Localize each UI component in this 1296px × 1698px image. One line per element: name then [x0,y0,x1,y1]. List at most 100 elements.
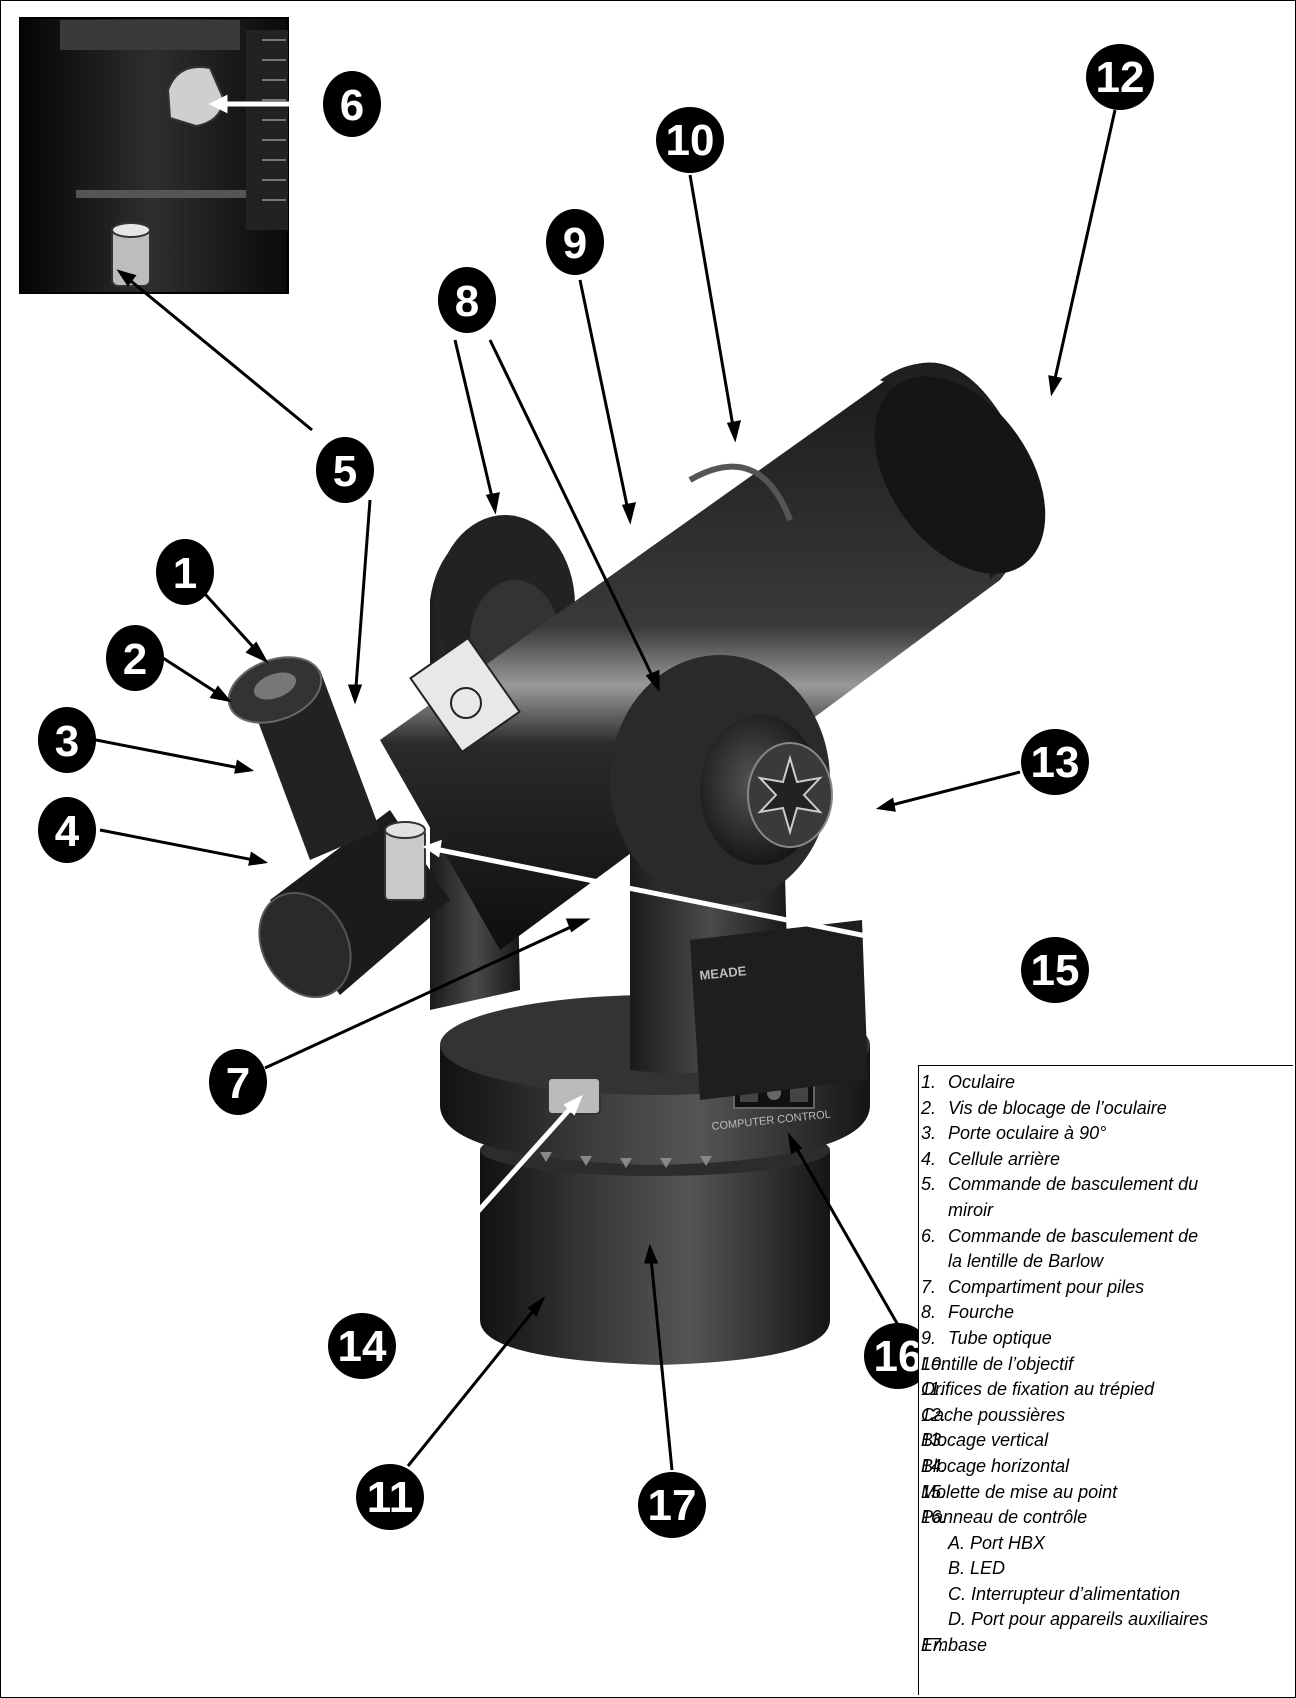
legend-item: 4. Cellule arrière [919,1147,1293,1173]
vertical-lock-knob [610,655,833,905]
arrow-12 [1050,109,1117,393]
legend-item-text: Blocage vertical [921,1430,1049,1451]
arrow-5a [119,270,313,432]
callout-8: 8 [438,267,496,333]
legend-item: 10.Lentille de l’objectif [919,1352,1293,1378]
arrow-7 [264,918,587,1070]
callout-15: 15 [1021,937,1089,1003]
callout-11: 11 [356,1464,424,1530]
svg-text:5: 5 [333,447,357,496]
legend-item: 3. Porte oculaire à 90° [919,1121,1293,1147]
svg-text:12: 12 [1096,53,1145,102]
optical-tube [380,362,1046,950]
callout-10: 10 [656,107,724,173]
legend-item: 12.Cache poussières [919,1403,1293,1429]
callout-12: 12 [1086,44,1154,110]
legend-item-number: 4. [921,1148,937,1169]
callout-arrows [95,94,1117,1471]
legend-item-text: Lentille de l’objectif [921,1353,1074,1374]
legend-item: miroir [919,1198,1293,1224]
svg-text:9: 9 [563,219,587,268]
legend-item-text: Cache poussières [921,1404,1066,1425]
legend-item-number: 5. [921,1174,937,1195]
legend-item-text: C. Interrupteur d’alimentation [948,1583,1181,1604]
legend-item-text: Cellule arrière [948,1148,1061,1169]
arrow-16 [788,1136,900,1326]
legend-item-number: 1. [921,1072,937,1092]
arrow-15 [429,845,1021,970]
callout-14: 14 [328,1313,396,1379]
legend-item-text: la lentille de Barlow [948,1251,1104,1272]
legend-item: 11.Orifices de fixation au trépied [919,1377,1293,1403]
legend-item-text: Panneau de contrôle [921,1507,1088,1528]
legend-item: 7. Compartiment pour piles [919,1275,1293,1301]
inset-photo [19,17,289,294]
legend-item: 2.Vis de blocage de l’oculaire [919,1096,1293,1122]
legend-item-text: D. Port pour appareils auxiliaires [948,1609,1209,1630]
svg-text:1: 1 [173,549,197,598]
legend-item: 5. Commande de basculement du [919,1172,1293,1198]
legend-item-text: B. LED [948,1558,1006,1579]
arrow-8b [488,339,660,689]
callout-6: 6 [323,71,381,137]
svg-text:14: 14 [338,1322,387,1371]
callout-13: 13 [1021,729,1089,795]
legend-item-text: Compartiment pour piles [948,1276,1145,1297]
legend-item: D. Port pour appareils auxiliaires [919,1607,1293,1633]
callout-4: 4 [38,797,96,863]
legend-item-text: Blocage horizontal [921,1455,1070,1476]
brand-label: MEADE [699,963,748,983]
legend-item-number: 6. [921,1225,937,1246]
arrow-13 [879,770,1021,810]
svg-text:17: 17 [648,1481,697,1530]
svg-text:8: 8 [455,277,479,326]
legend-item-text: Porte oculaire à 90° [948,1123,1107,1144]
callout-1: 1 [156,539,214,605]
legend-item: 8. Fourche [919,1300,1293,1326]
legend-item: la lentille de Barlow [919,1249,1293,1275]
legend-item-text: Commande de basculement de [948,1225,1199,1246]
arrow-8a [453,339,497,511]
arrow-10 [688,174,737,439]
svg-text:10: 10 [666,116,715,165]
callout-16: 16 [864,1323,932,1389]
legend-item: C. Interrupteur d’alimentation [919,1582,1293,1608]
arrow-4 [99,828,265,864]
legend-item-number: 7. [921,1276,937,1297]
legend-item: 14.Blocage horizontal [919,1454,1293,1480]
arrow-3 [95,738,251,772]
callout-9: 9 [546,209,604,275]
svg-text:4: 4 [55,807,80,856]
svg-text:2: 2 [123,635,147,684]
legend-item: 6. Commande de basculement de [919,1224,1293,1250]
legend-item: 13.Blocage vertical [919,1428,1293,1454]
svg-text:16: 16 [874,1332,923,1381]
arrow-14 [382,1098,580,1318]
legend-item: 1.Oculaire [919,1070,1293,1096]
legend-item-number: 3. [921,1123,937,1144]
legend-item-number: 8. [921,1302,937,1323]
callout-5: 5 [316,437,374,503]
eyepiece-assembly [227,656,601,1115]
legend-item: 17.Embase [919,1633,1293,1659]
callout-badges: 1 2 3 4 5 6 7 8 9 10 11 12 13 14 15 16 1… [38,44,1154,1538]
legend-item-text: Molette de mise au point [921,1481,1118,1502]
callout-3: 3 [38,707,96,773]
legend-item-number: 9. [921,1327,937,1348]
legend-item: 9.Tube optique [919,1326,1293,1352]
svg-text:13: 13 [1031,738,1080,787]
legend-item-text: Fourche [948,1302,1015,1323]
legend-item-text: A. Port HBX [948,1532,1046,1553]
legend-item-number: 2. [921,1097,937,1118]
arrow-17 [648,1247,674,1471]
arrow-9 [578,279,632,521]
svg-text:11: 11 [367,1473,414,1522]
legend-item-text: miroir [948,1199,993,1220]
legend-item: 15.Molette de mise au point [919,1480,1293,1506]
legend-item: A. Port HBX [919,1531,1293,1557]
legend-item-text: Commande de basculement du [948,1174,1199,1195]
svg-text:3: 3 [55,717,79,766]
